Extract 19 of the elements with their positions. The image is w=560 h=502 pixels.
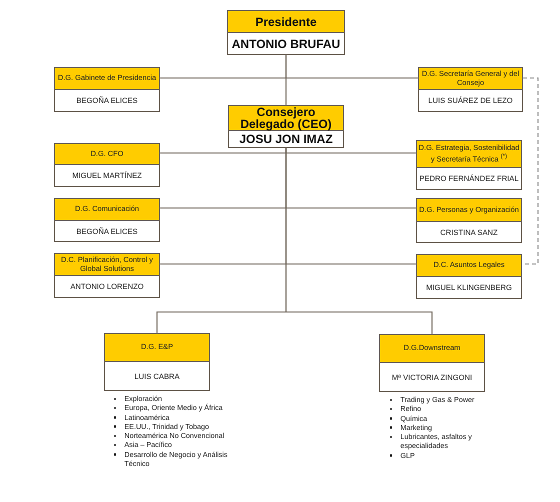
org-chart-box [418, 67, 523, 112]
org-chart-box [228, 105, 344, 148]
org-chart-box [54, 198, 160, 242]
dashed-connector [522, 77, 539, 265]
person-name: JOSU JON IMAZ [239, 132, 333, 146]
org-chart-box [104, 333, 210, 391]
org-chart-box [379, 334, 485, 392]
org-chart-box [54, 67, 160, 112]
connector-line [285, 148, 433, 334]
org-chart-box [416, 140, 522, 190]
org-chart-box [227, 10, 345, 55]
org-chart-box [416, 254, 522, 299]
position-title: Consejero Delegado (CEO) [239, 106, 333, 130]
person-name: ANTONIO BRUFAU [232, 36, 340, 50]
org-chart-box [54, 143, 160, 187]
org-chart-box [416, 198, 522, 243]
position-title: Presidente [255, 16, 317, 28]
connector-line [285, 55, 287, 105]
org-chart-box [54, 253, 160, 298]
